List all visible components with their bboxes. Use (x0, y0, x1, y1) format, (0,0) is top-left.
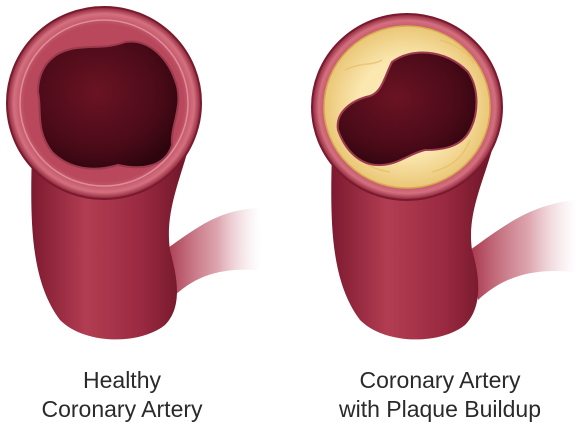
caption-plaque-line-1: Coronary Artery (300, 366, 580, 395)
healthy-artery-tail (165, 208, 261, 300)
healthy-artery-lumen (38, 42, 178, 169)
plaque-artery-tail (470, 200, 577, 300)
healthy-artery (7, 7, 261, 339)
caption-healthy-artery: Healthy Coronary Artery (0, 366, 244, 424)
plaque-artery (312, 14, 577, 339)
caption-healthy-line-2: Coronary Artery (0, 395, 244, 424)
caption-healthy-line-1: Healthy (0, 366, 244, 395)
caption-plaque-artery: Coronary Artery with Plaque Buildup (300, 366, 580, 424)
artery-illustration (0, 0, 580, 360)
caption-plaque-line-2: with Plaque Buildup (300, 395, 580, 424)
